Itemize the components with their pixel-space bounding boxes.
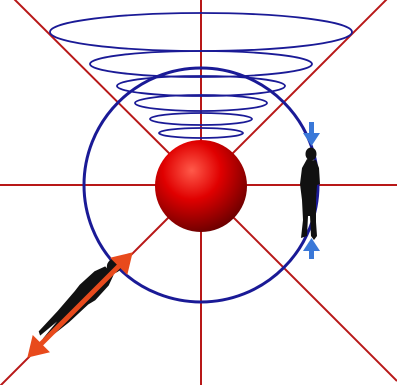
figure-stretched — [27, 252, 133, 358]
funnel-ring-6 — [158, 127, 244, 139]
funnel-ring-2 — [89, 50, 313, 78]
field-line-diagonal-nw — [13, 0, 202, 186]
funnel-ring-3 — [116, 75, 286, 97]
stretch-arrow-icon — [27, 252, 133, 358]
person-silhouette-right — [300, 147, 320, 240]
figure-compressed — [300, 122, 320, 259]
field-line-diagonal-ne — [200, 0, 388, 186]
funnel-ring-4 — [134, 94, 268, 112]
squeeze-arrow-top-icon — [303, 122, 320, 146]
funnel-ring-5 — [149, 112, 253, 126]
person-silhouette-left — [38, 258, 122, 339]
squeeze-arrow-bottom-icon — [303, 238, 320, 259]
central-mass-sphere — [155, 140, 247, 232]
orbit-circle — [82, 66, 320, 304]
funnel-rings — [49, 12, 353, 139]
